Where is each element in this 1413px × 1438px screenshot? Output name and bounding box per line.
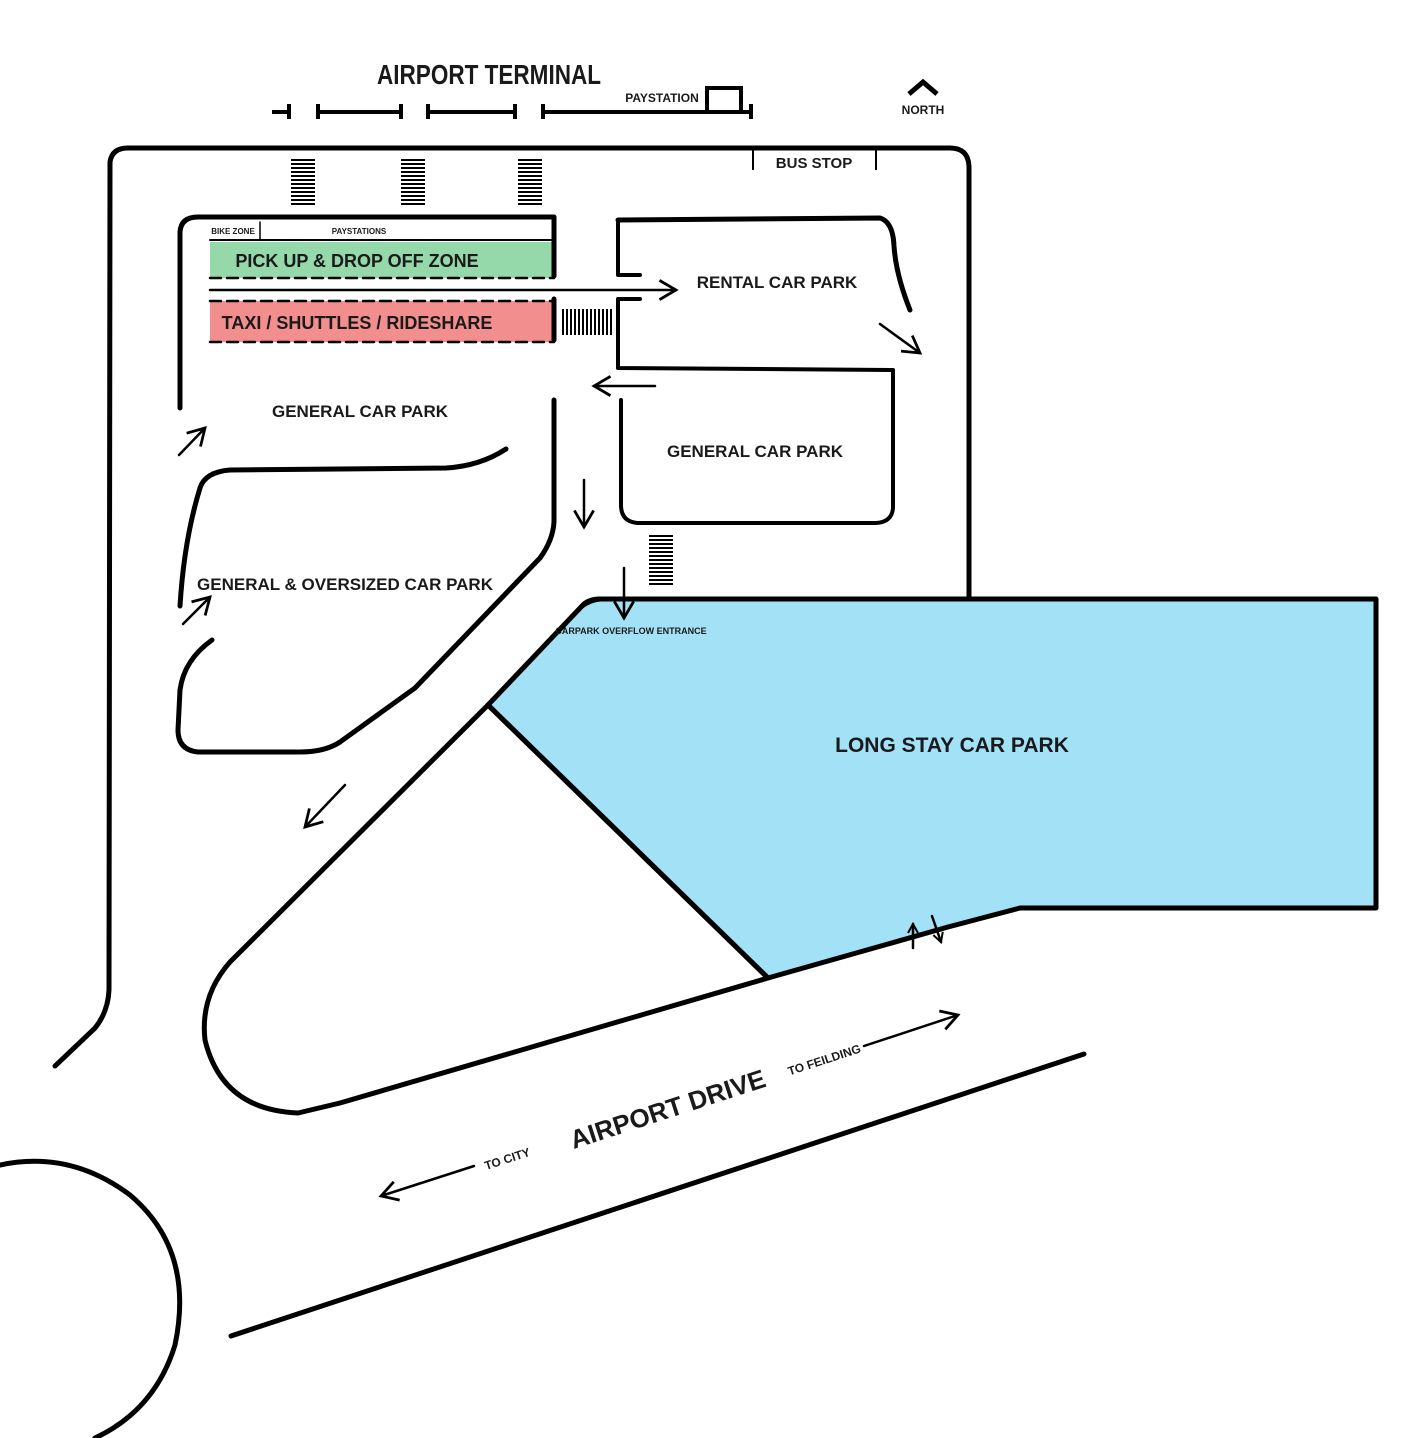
terminal-title: AIRPORT TERMINAL — [377, 59, 601, 90]
paystation-label: PAYSTATION — [625, 91, 699, 105]
arrow-icon — [378, 1164, 476, 1202]
overflow-label: CARPARK OVERFLOW ENTRANCE — [555, 626, 706, 636]
oversized-label[interactable]: GENERAL & OVERSIZED CAR PARK — [197, 575, 494, 594]
paystations-label: PAYSTATIONS — [332, 227, 387, 236]
arrow-icon — [181, 595, 212, 626]
arrow-icon — [862, 1009, 961, 1048]
terminal-frontage — [272, 78, 939, 170]
pickup-label[interactable]: PICK UP & DROP OFF ZONE — [235, 251, 478, 271]
long-stay-label[interactable]: LONG STAY CAR PARK — [835, 734, 1069, 757]
arrow-icon — [177, 426, 207, 457]
pedestrian-crossings — [291, 159, 673, 585]
arrow-icon — [930, 914, 941, 942]
road-outlines — [0, 145, 1087, 1438]
taxi-label[interactable]: TAXI / SHUTTLES / RIDESHARE — [222, 313, 493, 333]
direction-arrows — [177, 279, 961, 1202]
bus-stop-label: BUS STOP — [776, 155, 852, 172]
to-feilding-label: TO FEILDING — [786, 1042, 862, 1079]
general-car-park-label[interactable]: GENERAL CAR PARK — [272, 402, 449, 421]
road-name: AIRPORT DRIVE — [566, 1063, 769, 1154]
arrow-icon — [878, 322, 923, 355]
long-stay-zone[interactable] — [485, 596, 1379, 981]
rental-label[interactable]: RENTAL CAR PARK — [697, 273, 858, 292]
bike-zone-label: BIKE ZONE — [211, 227, 255, 236]
pickup-zone[interactable] — [210, 242, 554, 278]
general-car-park-2-label[interactable]: GENERAL CAR PARK — [667, 442, 844, 461]
arrow-icon — [303, 783, 347, 829]
to-city-label: TO CITY — [483, 1145, 532, 1173]
north-label: NORTH — [902, 103, 945, 117]
taxi-zone[interactable] — [210, 301, 554, 342]
